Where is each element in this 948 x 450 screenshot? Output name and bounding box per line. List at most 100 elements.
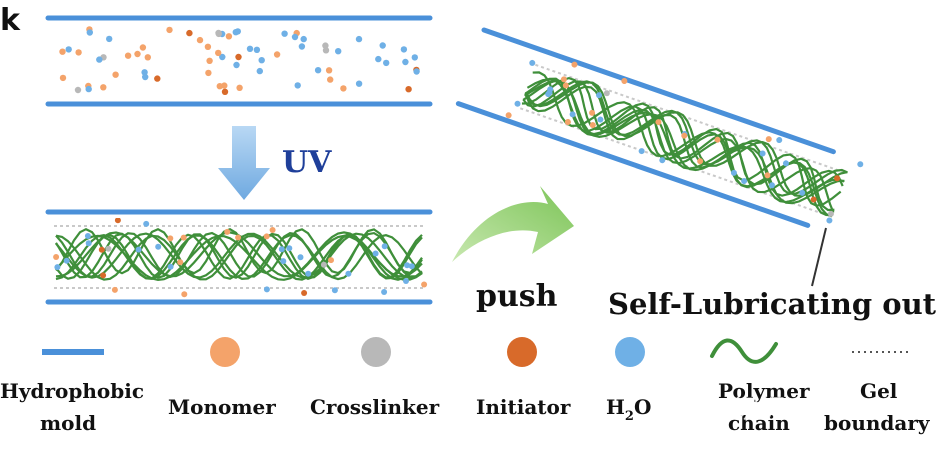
- curved-arrow-icon: [452, 186, 574, 262]
- legend-label: boundary: [824, 411, 931, 435]
- molecule-dot: [155, 243, 162, 250]
- molecule-dot: [85, 85, 92, 93]
- molecule-dot: [143, 220, 150, 227]
- molecule-dot: [141, 69, 148, 76]
- legend-label: Initiator: [476, 395, 571, 419]
- molecule-dot: [235, 53, 242, 61]
- molecule-dot: [263, 233, 270, 240]
- molecule-dot: [402, 58, 409, 66]
- molecule-dot: [196, 36, 204, 44]
- molecule-dot: [111, 286, 118, 293]
- molecule-dot: [372, 250, 379, 257]
- molecule-dots: [59, 26, 420, 96]
- molecule-dot: [186, 29, 193, 37]
- molecule-dot: [810, 196, 817, 203]
- molecule-dot: [759, 150, 766, 157]
- molecule-dot: [167, 263, 174, 270]
- polymer-chain: [522, 80, 835, 212]
- molecule-dot: [379, 42, 386, 49]
- molecule-dot: [59, 74, 67, 82]
- mold-wall-upper: [481, 27, 836, 155]
- molecule-dot: [355, 35, 363, 43]
- monomer-swatch-icon: [210, 337, 240, 367]
- molecule-dot: [205, 69, 212, 77]
- legend-item-mold: Hydrophobic mold: [0, 349, 144, 435]
- pointer-line: [811, 227, 827, 287]
- molecule-dot: [322, 47, 330, 54]
- molecule-dot: [320, 261, 327, 268]
- molecule-dot: [85, 240, 92, 247]
- molecule-dot: [215, 49, 222, 57]
- molecule-dot: [54, 264, 61, 271]
- molecule-dot: [105, 245, 112, 252]
- molecule-dot: [621, 77, 628, 84]
- initiator-swatch-icon: [507, 337, 537, 367]
- molecule-dot: [139, 44, 147, 51]
- molecule-dot: [340, 85, 347, 92]
- legend: Hydrophobic mold Monomer Crosslinker Ini…: [0, 337, 931, 435]
- molecule-dot: [383, 59, 390, 67]
- legend-label: Hydrophobic: [0, 379, 144, 403]
- molecule-dots: [505, 59, 864, 224]
- molecule-dot: [181, 291, 188, 298]
- molecule-dot: [546, 89, 553, 96]
- molecule-dot: [263, 286, 270, 293]
- molecule-dot: [335, 48, 342, 55]
- molecule-dot: [206, 57, 213, 64]
- molecule-dot: [286, 245, 293, 252]
- legend-item-polymer: Polymer chain: [710, 338, 810, 435]
- molecule-dot: [375, 55, 382, 63]
- molecule-dot: [355, 80, 363, 87]
- molecule-dot: [167, 235, 174, 242]
- molecule-dot: [301, 290, 308, 296]
- molecule-dot: [280, 258, 287, 265]
- polymer-chain: [524, 80, 848, 195]
- molecule-dot: [655, 119, 662, 126]
- molecule-dots: [53, 218, 428, 298]
- legend-label: H2O: [606, 395, 651, 424]
- molecule-dot: [381, 289, 388, 295]
- molecule-dot: [403, 278, 409, 284]
- polymer-chain: [522, 79, 835, 213]
- molecule-dot: [596, 92, 603, 99]
- molecule-dot: [826, 217, 833, 224]
- molecule-dot: [142, 73, 149, 81]
- molecule-dot: [799, 189, 806, 196]
- molecule-dot: [106, 35, 113, 43]
- molecule-dot: [100, 84, 107, 91]
- molecule-dot: [514, 100, 521, 107]
- legend-item-crosslinker: Crosslinker: [310, 337, 440, 419]
- molecule-dot: [589, 122, 596, 129]
- molecule-dot: [166, 26, 173, 34]
- molecule-dot: [219, 53, 226, 61]
- molecule-dot: [114, 218, 121, 224]
- molecule-dot: [63, 257, 70, 264]
- molecule-dot: [144, 54, 151, 61]
- panel-letter: k: [0, 3, 21, 38]
- molecule-dot: [269, 227, 276, 233]
- down-arrow-icon: [218, 126, 270, 200]
- molecule-dot: [331, 287, 338, 294]
- molecule-dot: [53, 254, 60, 260]
- mold-tube-middle: [45, 209, 433, 305]
- polymer-chain-swatch-icon: [710, 338, 778, 364]
- molecule-dot: [224, 228, 231, 235]
- molecule-dot: [857, 161, 864, 168]
- molecule-dot: [75, 49, 82, 56]
- molecule-dot: [564, 119, 571, 126]
- molecule-dot: [776, 137, 783, 144]
- molecule-dot: [134, 50, 141, 58]
- molecule-dot: [98, 246, 105, 253]
- molecule-dot: [562, 82, 569, 89]
- legend-label: chain: [728, 411, 790, 435]
- molecule-dot: [411, 54, 418, 61]
- molecule-dot: [256, 67, 263, 75]
- molecule-dot: [204, 43, 212, 50]
- molecule-dot: [86, 29, 94, 36]
- molecule-dot: [322, 42, 329, 49]
- molecule-dot: [281, 30, 288, 37]
- molecule-dot: [233, 61, 240, 69]
- molecule-dot: [400, 46, 408, 53]
- molecule-dot: [413, 68, 420, 75]
- molecule-dot: [589, 109, 596, 116]
